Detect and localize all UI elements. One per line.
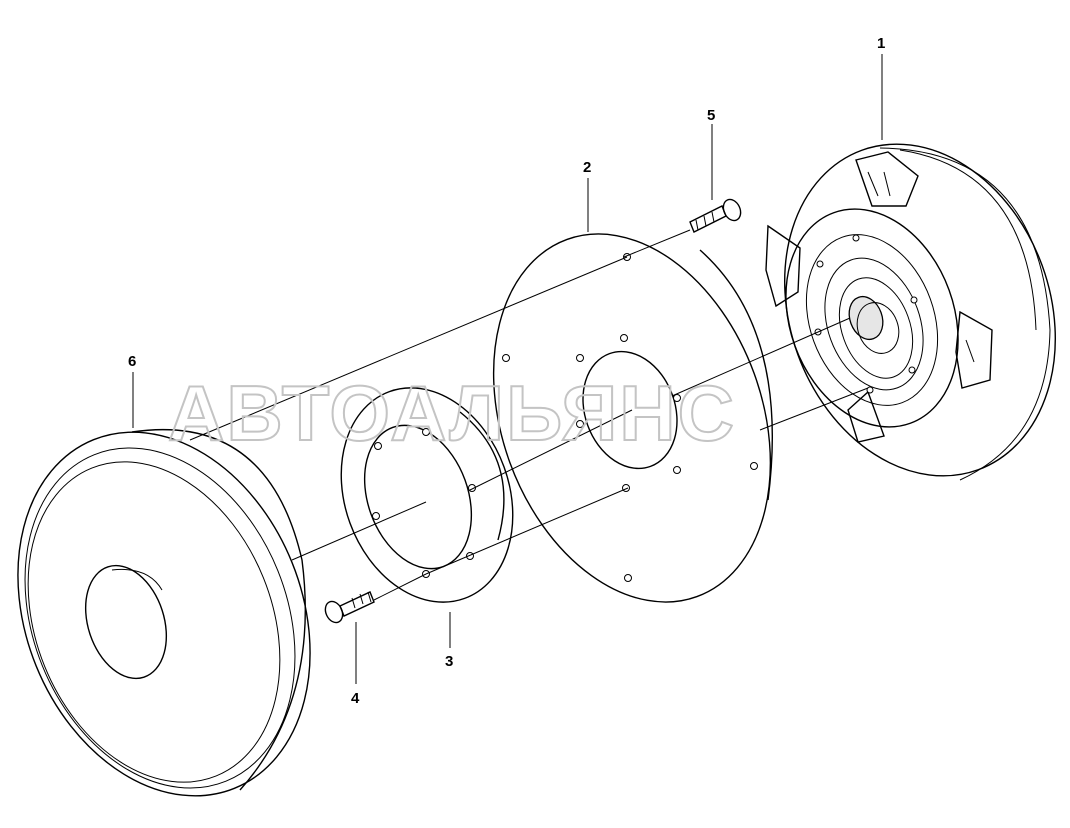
callout-reinforcement-ring: 3: [445, 653, 453, 670]
torque-converter-part: [765, 143, 1056, 481]
assembly-lines: [189, 229, 869, 601]
watermark-text: АВТОАЛЬЯНС: [168, 369, 736, 457]
bolt-lower-part: [324, 591, 375, 624]
flywheel-part: [17, 428, 311, 797]
callout-torque-converter: 1: [877, 35, 885, 52]
callout-flywheel: 6: [128, 353, 136, 370]
callout-flex-plate: 2: [583, 159, 591, 176]
callout-bolt-lower: 4: [351, 690, 360, 707]
bolt-upper-part: [689, 198, 742, 233]
flex-plate-part: [492, 233, 773, 603]
callout-bolt-upper: 5: [707, 107, 715, 124]
leader-lines: [132, 54, 883, 684]
